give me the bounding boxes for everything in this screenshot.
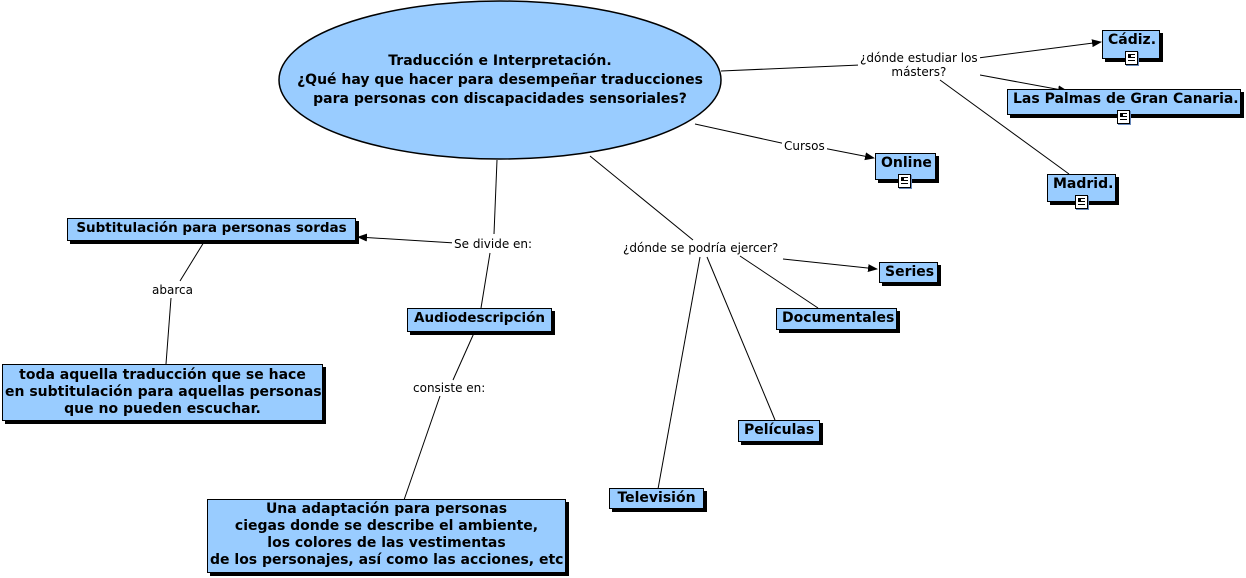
- link-root-cursos: [694, 123, 787, 145]
- document-icon[interactable]: [1075, 195, 1088, 209]
- node-subtitulacion-label: Subtitulación para personas sordas: [76, 220, 347, 236]
- node-documentales[interactable]: Documentales: [776, 308, 897, 330]
- subtitulacion-definition-line-3: que no pueden escuchar.: [64, 401, 261, 417]
- link-ejercer-television: [657, 256, 701, 490]
- node-cadiz-label: Cádiz.: [1108, 32, 1157, 48]
- root-question-line-2: para personas con discapacidades sensori…: [313, 91, 687, 107]
- document-icon[interactable]: [1117, 110, 1130, 124]
- root-concept-text: Traducción e Interpretación. ¿Qué hay qu…: [282, 52, 718, 109]
- node-television-label: Televisión: [617, 490, 696, 506]
- link-divide-subtitulacion: [357, 233, 456, 244]
- node-madrid-label: Madrid.: [1053, 176, 1114, 192]
- document-icon[interactable]: [1125, 51, 1138, 65]
- link-ejercer-peliculas: [706, 256, 776, 421]
- root-title: Traducción e Interpretación.: [388, 53, 612, 69]
- node-audiodescripcion[interactable]: Audiodescripción: [407, 308, 552, 332]
- link-ejercer-documentales: [739, 255, 819, 309]
- link-label-masters-line-1: ¿dónde estudiar los: [860, 51, 978, 65]
- link-divide-audiodescripcion: [480, 252, 491, 309]
- subtitulacion-definition-line-1: toda aquella traducción que se hace: [19, 367, 306, 383]
- link-audiodescripcion-consiste: [452, 332, 475, 381]
- node-audiodescripcion-label: Audiodescripción: [414, 310, 545, 326]
- link-abarca-def: [165, 297, 172, 365]
- audiodescripcion-definition-line-4: de los personajes, así como las acciones…: [210, 552, 564, 568]
- document-icon[interactable]: [898, 174, 911, 188]
- link-label-masters-line-2: másters?: [891, 65, 947, 79]
- link-label-consiste: consiste en:: [411, 381, 488, 395]
- link-masters-laspalmas: [979, 74, 1068, 94]
- link-consiste-def: [403, 395, 441, 501]
- link-cursos-online: [822, 147, 875, 161]
- node-peliculas[interactable]: Películas: [738, 420, 820, 442]
- node-peliculas-label: Películas: [744, 422, 815, 438]
- link-label-abarca: abarca: [150, 283, 195, 297]
- node-series-label: Series: [885, 264, 935, 280]
- audiodescripcion-definition-line-2: ciegas donde se describe el ambiente,: [234, 518, 539, 534]
- link-ejercer-series: [782, 258, 878, 273]
- link-label-masters: ¿dónde estudiar los másters?: [858, 51, 980, 79]
- root-question-line-1: ¿Qué hay que hacer para desempeñar tradu…: [297, 72, 703, 88]
- node-las-palmas-label: Las Palmas de Gran Canaria.: [1013, 91, 1239, 107]
- link-label-divide: Se divide en:: [452, 237, 535, 251]
- link-label-cursos: Cursos: [782, 139, 827, 153]
- link-root-divide: [493, 159, 498, 235]
- audiodescripcion-definition-line-3: los colores de las vestimentas: [267, 535, 506, 551]
- audiodescripcion-definition-line-1: Una adaptación para personas: [265, 501, 508, 517]
- node-television[interactable]: Televisión: [609, 488, 704, 509]
- subtitulacion-definition-line-2: en subtitulación para aquellas personas: [5, 384, 322, 400]
- node-series[interactable]: Series: [879, 262, 938, 283]
- link-label-ejercer: ¿dónde se podría ejercer?: [621, 241, 781, 255]
- link-root-masters: [720, 64, 861, 72]
- link-root-ejercer: [589, 155, 694, 241]
- link-masters-madrid: [939, 79, 1070, 175]
- link-subtitulacion-abarca: [179, 241, 205, 282]
- node-subtitulacion-definition[interactable]: toda aquella traducción que se hace en s…: [2, 364, 323, 421]
- node-audiodescripcion-definition[interactable]: Una adaptación para personas ciegas dond…: [207, 499, 566, 573]
- node-documentales-label: Documentales: [782, 310, 895, 326]
- root-ellipse[interactable]: [278, 0, 722, 160]
- node-subtitulacion[interactable]: Subtitulación para personas sordas: [67, 218, 356, 241]
- link-masters-cadiz: [977, 39, 1102, 59]
- node-online-label: Online: [881, 155, 932, 171]
